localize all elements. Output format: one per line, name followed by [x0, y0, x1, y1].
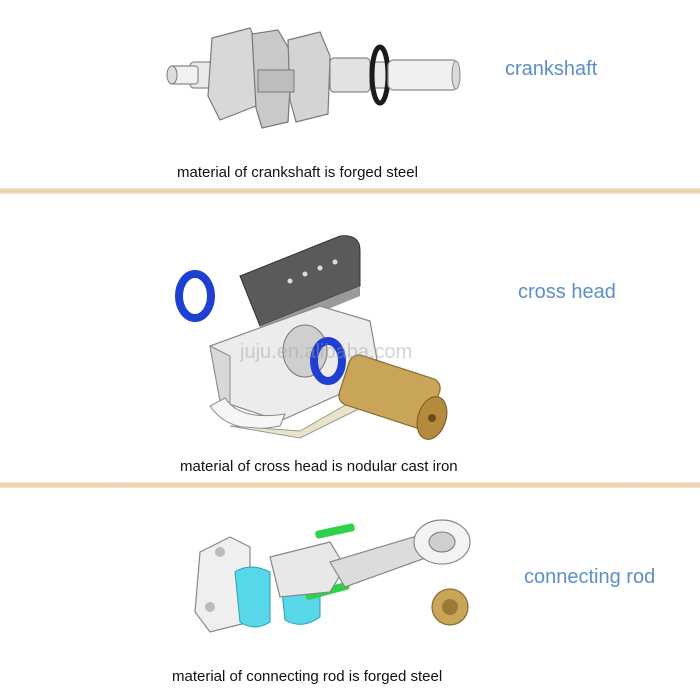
crankshaft-section: crankshaft material of crankshaft is for… [0, 0, 700, 188]
cross-head-title: cross head [518, 281, 616, 303]
crankshaft-title: crankshaft [505, 58, 598, 80]
watermark: juju.en.alibaba.com [240, 341, 413, 363]
cross-head-caption: material of cross head is nodular cast i… [180, 458, 458, 475]
section-divider [0, 188, 700, 194]
cross-head-section: juju.en.alibaba.com cross head material … [0, 196, 700, 482]
crankshaft-illustration [166, 27, 461, 129]
connecting-rod-caption: material of connecting rod is forged ste… [172, 668, 443, 685]
crankshaft-caption: material of crankshaft is forged steel [177, 164, 418, 181]
cross-head-illustration [175, 235, 448, 440]
connecting-rod-section: connecting rod material of connecting ro… [0, 490, 700, 700]
connecting-rod-illustration [194, 519, 471, 633]
connecting-rod-title: connecting rod [524, 566, 656, 588]
section-divider [0, 482, 700, 488]
